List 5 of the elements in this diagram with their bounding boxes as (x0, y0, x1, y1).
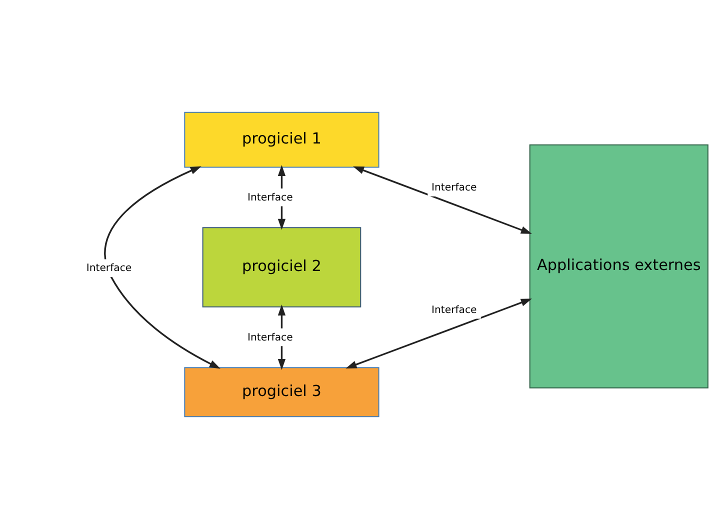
edge-label: Interface (248, 332, 293, 344)
edge-label: Interface (432, 304, 477, 316)
edge-label: Interface (248, 192, 293, 204)
edge-label: Interface (86, 263, 132, 274)
edge-label: Interface (432, 182, 477, 194)
